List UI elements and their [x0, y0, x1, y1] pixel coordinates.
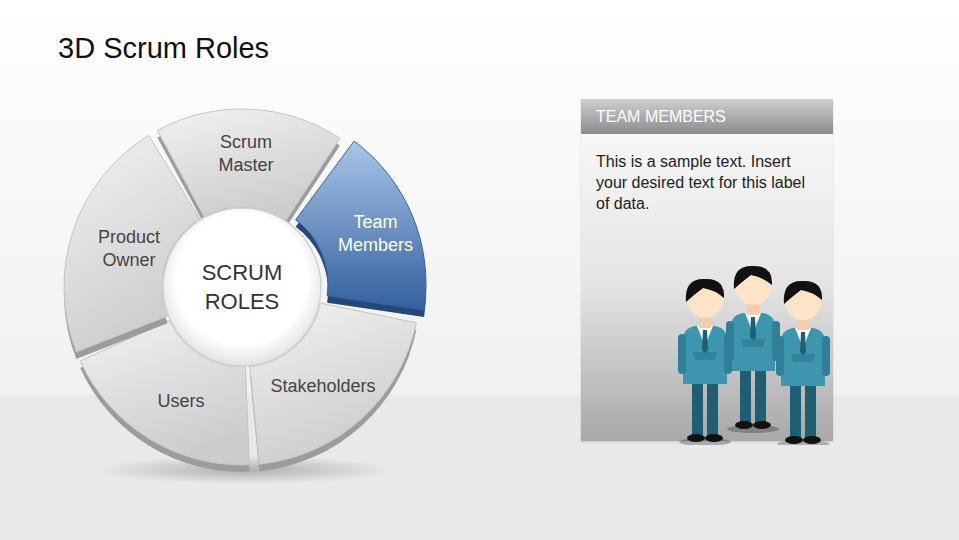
panel-body-text: This is a sample text. Insert your desir… — [596, 151, 821, 214]
segment-label: Stakeholders — [258, 375, 388, 398]
ring-shadow — [80, 445, 410, 495]
shadow-ellipse — [95, 456, 395, 484]
segment-face — [157, 109, 340, 220]
segment-label: Scrum Master — [206, 131, 286, 177]
segment-label: Users — [141, 390, 221, 413]
person-figure — [726, 266, 780, 433]
diagram-title: 3D Scrum Roles — [58, 32, 269, 65]
panel-header-band: TEAM MEMBERS — [581, 99, 833, 134]
center-label: SCRUM ROLES — [182, 258, 302, 316]
panel-heading: TEAM MEMBERS — [596, 108, 726, 126]
person-figure — [678, 279, 732, 445]
center-label-box: SCRUM ROLES — [162, 207, 322, 367]
segment-label: Team Members — [330, 211, 420, 257]
people-illustration — [660, 255, 840, 445]
center-circle: SCRUM ROLES — [162, 207, 322, 367]
person-figure — [776, 281, 830, 445]
circle-outline — [163, 208, 321, 366]
segment-label: Product Owner — [89, 226, 169, 272]
circle-shape — [162, 207, 322, 367]
